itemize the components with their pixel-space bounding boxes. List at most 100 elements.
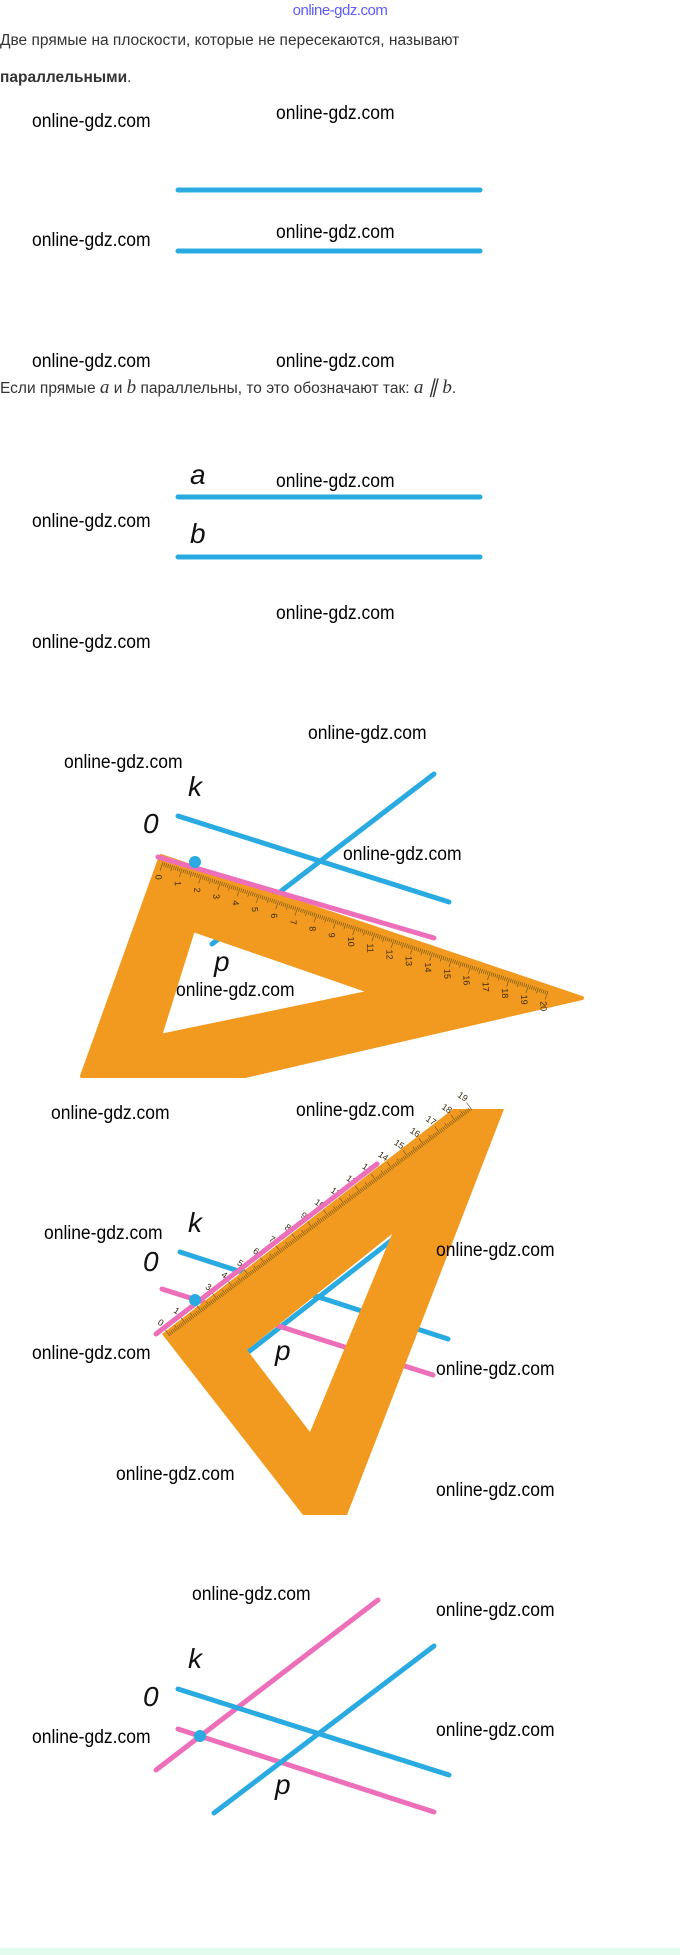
point-o (189, 856, 201, 868)
ruler-tick (307, 1221, 314, 1230)
label-b: b (190, 518, 206, 549)
ruler-tick (446, 957, 449, 962)
ruler-tick (439, 955, 443, 962)
figure-result (153, 1597, 452, 1816)
ruler-tick (159, 861, 164, 871)
ruler-tick (370, 1173, 377, 1182)
var-b: b (126, 377, 137, 398)
ruler-tick (388, 937, 391, 943)
watermark-text: online-gdz.com (308, 723, 427, 744)
ruler-tick (294, 906, 297, 911)
ruler-tick (186, 1318, 190, 1322)
watermark-text: online-gdz.com (44, 1223, 163, 1244)
ruler-tick (243, 1275, 247, 1280)
label-p: p (275, 1335, 291, 1366)
ruler-tick (451, 1119, 455, 1124)
ruler-number: 1 (172, 1305, 182, 1316)
watermark-text: online-gdz.com (436, 1480, 555, 1501)
ruler-tick (259, 1257, 266, 1265)
ruler-tick (176, 867, 179, 872)
ruler-tick (540, 988, 543, 993)
ruler-tick (257, 1264, 261, 1269)
ruler-tick (455, 960, 458, 965)
ruler-tick (423, 1141, 427, 1145)
ruler-number: 2 (192, 887, 202, 892)
ruler-tick (475, 967, 478, 972)
ruler-tick (504, 976, 506, 981)
ruler-tick (226, 883, 229, 888)
ruler-tick (256, 894, 260, 903)
ruler-tick (189, 1315, 193, 1320)
ruler-tick (285, 903, 289, 910)
ruler-tick (319, 1218, 323, 1223)
ruler-tick (378, 934, 381, 939)
ruler-tick (174, 1325, 179, 1331)
ruler-tick (197, 874, 200, 879)
watermark-text: online-gdz.com (32, 511, 151, 532)
ruler-tick (440, 1127, 444, 1132)
ruler-tick (416, 1145, 420, 1150)
ruler-tick (467, 964, 470, 969)
site-header-watermark[interactable]: online-gdz.com (292, 2, 388, 19)
ruler-tick (356, 1191, 360, 1195)
ruler-tick (464, 1110, 468, 1114)
ruler-tick (188, 870, 191, 875)
var-a: a (99, 377, 110, 398)
ruler-tick (172, 865, 175, 870)
ruler-tick (376, 934, 379, 939)
ruler-tick (380, 935, 383, 940)
ruler-tick (232, 1283, 236, 1288)
ruler-tick (251, 1269, 255, 1274)
ruler-tick (427, 950, 429, 955)
ruler-tick (404, 1155, 408, 1159)
ruler-tick (236, 887, 241, 897)
ruler-tick (455, 1117, 458, 1121)
ruler-tick (227, 1281, 234, 1289)
ruler-tick (251, 892, 254, 897)
ruler-tick (386, 1168, 390, 1173)
ruler-tick (179, 868, 183, 878)
ruler-tick (284, 1244, 288, 1249)
ruler-tick (176, 1325, 180, 1330)
ruler-tick (361, 928, 364, 933)
ruler-tick (384, 936, 387, 941)
ruler-tick (428, 951, 431, 956)
ruler-tick (359, 1188, 363, 1193)
ruler-tick (436, 954, 439, 959)
ruler-tick (487, 971, 491, 981)
ruler-tick (323, 916, 326, 921)
ruler-tick (203, 876, 206, 881)
ruler-tick (415, 947, 418, 952)
ruler-tick (315, 1221, 319, 1226)
ruler-tick (544, 990, 549, 1000)
ruler-tick (369, 931, 372, 936)
ruler-tick (182, 868, 185, 873)
ruler-tick (285, 1241, 290, 1247)
set-square[interactable] (80, 854, 584, 1078)
ruler-tick (396, 1158, 401, 1164)
ruler-tick (471, 965, 474, 970)
watermark-text: online-gdz.com (436, 1720, 555, 1741)
ruler-tick (291, 1233, 298, 1242)
ruler-tick (377, 1175, 381, 1180)
set-square[interactable] (162, 1109, 504, 1515)
ruler-number: 15 (392, 1137, 406, 1151)
ruler-tick (253, 1268, 257, 1272)
ruler-tick (237, 1277, 242, 1283)
ruler-tick (298, 907, 301, 912)
ruler-tick (301, 1229, 306, 1236)
ruler-tick (274, 899, 277, 904)
ruler-tick (271, 898, 274, 903)
ruler-tick (367, 1182, 371, 1187)
ruler-tick (410, 1150, 414, 1155)
ruler-tick (299, 908, 302, 913)
ruler-tick (305, 910, 308, 917)
line-k (175, 813, 452, 905)
ruler-tick (301, 908, 304, 913)
ruler-tick (187, 1317, 191, 1321)
point-o (189, 1294, 201, 1306)
ruler-number: 15 (442, 969, 452, 979)
ruler-tick (484, 970, 487, 975)
ruler-number: 18 (500, 988, 510, 998)
